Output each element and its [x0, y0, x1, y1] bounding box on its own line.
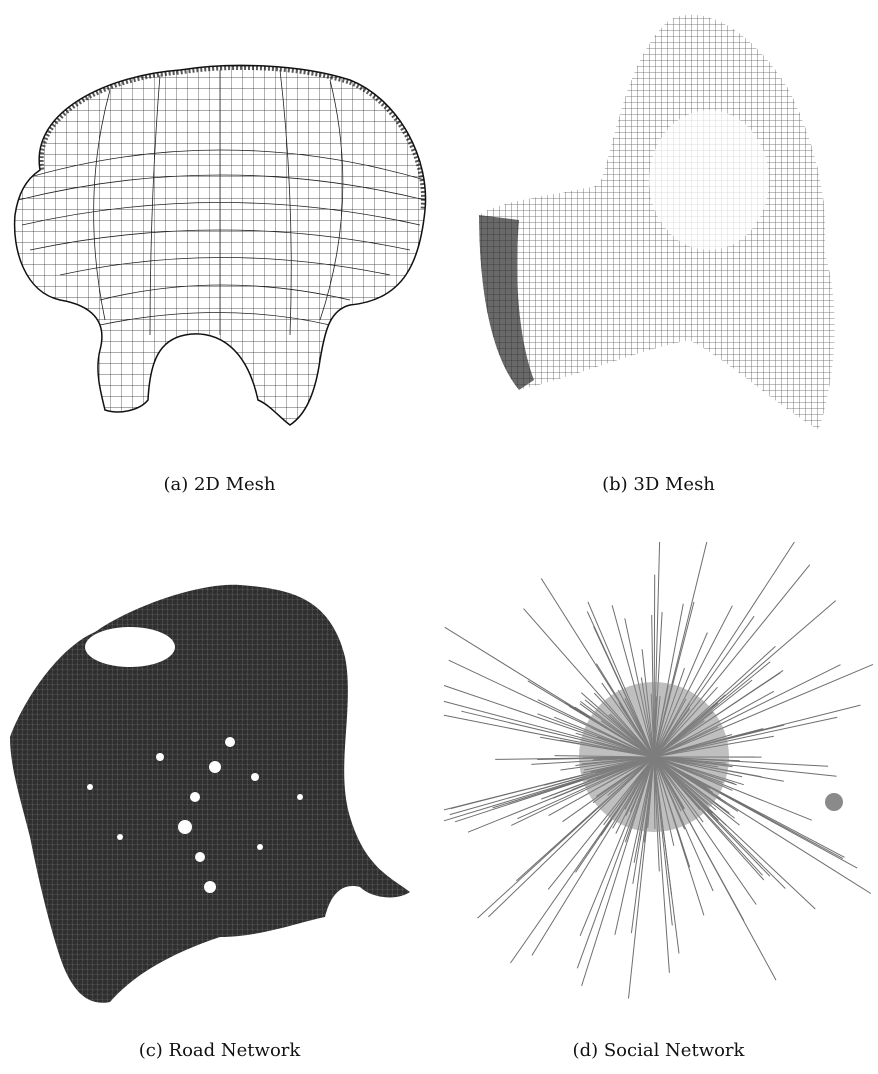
2d-mesh-figure: [0, 0, 439, 440]
3d-mesh-figure: [439, 0, 878, 440]
network-node-cluster: [825, 793, 843, 811]
panel-road-network: [0, 537, 439, 1017]
pipe-opening: [649, 110, 769, 250]
caption-social-network: (d) Social Network: [439, 1040, 878, 1061]
caption-3d-mesh: (b) 3D Mesh: [439, 474, 878, 495]
panel-2d-mesh: [0, 0, 439, 440]
caption-road-network: (c) Road Network: [0, 1040, 439, 1061]
caption-2d-mesh: (a) 2D Mesh: [0, 474, 439, 495]
road-gap-lake: [85, 627, 175, 667]
road-mass: [10, 585, 410, 1003]
panel-3d-mesh: [439, 0, 878, 440]
social-network-figure: [439, 537, 878, 1017]
network-core: [579, 682, 729, 832]
panel-social-network: [439, 537, 878, 1017]
road-network-figure: [0, 537, 439, 1017]
